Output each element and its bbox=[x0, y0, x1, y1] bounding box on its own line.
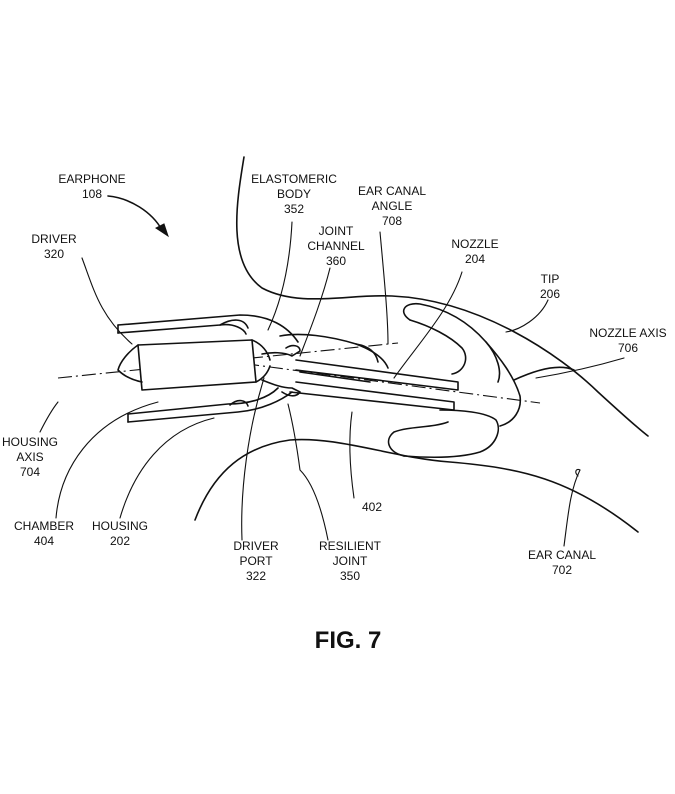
driver-unit bbox=[117, 339, 271, 391]
figure-caption: FIG. 7 bbox=[315, 627, 382, 654]
label-402: 402 bbox=[362, 500, 382, 514]
ref-402-label: 402 bbox=[362, 500, 382, 514]
nozzle-tube bbox=[289, 359, 459, 411]
leader-lines bbox=[39, 195, 625, 547]
nozzle-axis-line bbox=[149, 350, 541, 404]
ear-outline bbox=[194, 156, 649, 533]
elastomeric-body bbox=[261, 333, 389, 397]
arrow-head-icon bbox=[155, 223, 169, 238]
ear-tip bbox=[387, 302, 522, 458]
